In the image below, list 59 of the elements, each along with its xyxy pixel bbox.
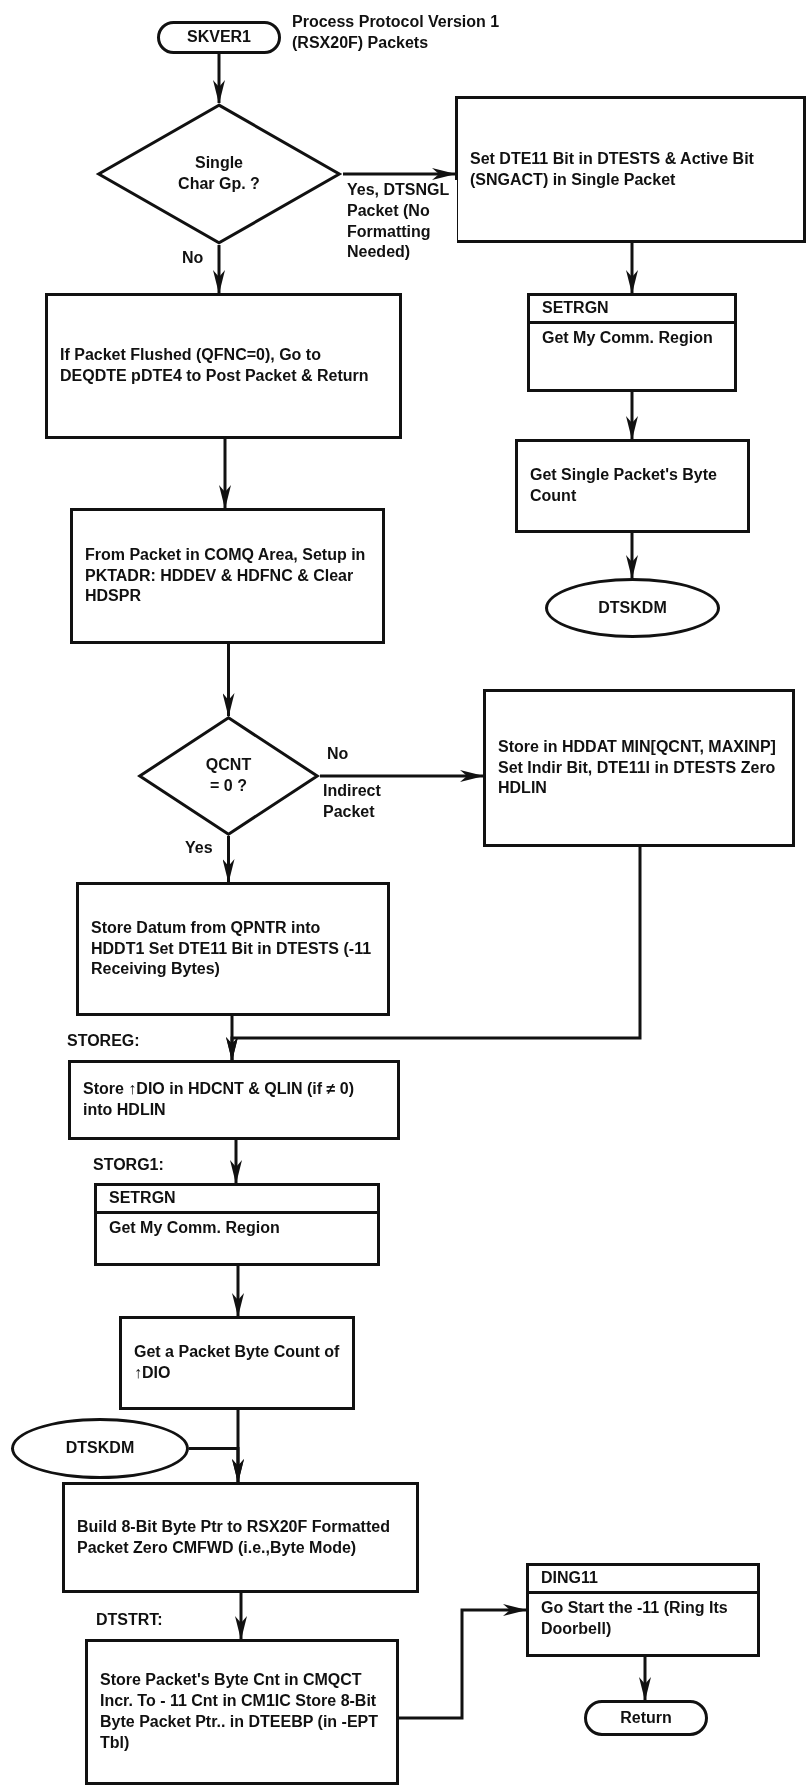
terminal-label: SKVER1 xyxy=(187,27,251,48)
arrow xyxy=(639,1657,651,1701)
entry-label: STOREG: xyxy=(67,1031,141,1051)
step-text: Go Start the -11 (Ring Its Doorbell) xyxy=(540,1597,729,1639)
arrow xyxy=(626,533,638,579)
step-text: Get Single Packet's Byte Count xyxy=(530,465,718,506)
terminal-label: DTSKDM xyxy=(598,597,667,618)
arrow xyxy=(399,1604,527,1720)
arrow xyxy=(320,770,484,782)
arrow xyxy=(230,1140,242,1184)
terminal-label: DTSKDM xyxy=(65,1438,135,1459)
arrow xyxy=(226,847,642,1061)
arrow xyxy=(626,243,638,294)
arrow xyxy=(626,392,638,440)
process-box xyxy=(515,439,750,533)
arrow xyxy=(189,1447,244,1483)
step-text: Store in HDDAT MIN[QCNT, MAXINP] Set Indir Bit, DTE11I in DTESTS Zero HDLIN xyxy=(498,736,777,799)
arrow xyxy=(235,1593,247,1640)
step-text: Get My Comm. Region xyxy=(108,1217,281,1238)
arrow xyxy=(232,1266,244,1317)
entry-label: DTSTRT: xyxy=(96,1610,164,1630)
subroutine-box xyxy=(527,293,737,392)
arrow xyxy=(219,439,231,509)
step-text: Build 8-Bit Byte Ptr to RSX20F Formatted Packet Zero CMFWD (i.e.,Byte Mode) xyxy=(77,1516,391,1558)
process-box xyxy=(119,1316,355,1410)
step-text: Set DTE11 Bit in DTESTS & Active Bit (SNGACT) in Single Packet xyxy=(470,148,755,190)
routine-name: SETRGN xyxy=(97,1186,377,1214)
routine-name: SETRGN xyxy=(530,296,734,324)
process-box xyxy=(76,882,390,1016)
arrow xyxy=(213,245,225,294)
note-text: Process Protocol Version 1 (RSX20F) Packets xyxy=(292,12,501,53)
process-box xyxy=(455,96,806,243)
note-text: Indirect Packet xyxy=(323,781,382,822)
step-text: Get My Comm. Region xyxy=(541,327,714,348)
process-box xyxy=(70,508,385,644)
terminal-label: Return xyxy=(620,1707,672,1728)
step-text: Store Datum from QPNTR into HDDT1 Set DTE11 Bit in DTESTS (-11 Receiving Bytes) xyxy=(91,917,373,980)
arrow xyxy=(222,836,235,883)
step-text: From Packet in COMQ Area, Setup in PKTADR: HDDEV & HDFNC & Clear HDSPR xyxy=(85,544,367,607)
subroutine-box xyxy=(94,1183,380,1266)
process-box xyxy=(483,689,795,847)
decision-diamond xyxy=(95,103,343,245)
process-box xyxy=(45,293,402,439)
decision-text: Single Char Gp. ? xyxy=(177,153,261,194)
arrow xyxy=(343,168,456,180)
decision-text: QCNT = 0 ? xyxy=(204,755,253,796)
process-box xyxy=(68,1060,400,1140)
arrow xyxy=(222,644,235,717)
step-text: Store Packet's Byte Cnt in CMQCT Incr. To - 11 Cnt in CM1IC Store 8-Bit Byte Packet Ptr.. in DTEEBP (in -EPT Tbl) xyxy=(100,1670,379,1753)
subroutine-box xyxy=(526,1563,760,1657)
process-box xyxy=(62,1482,419,1593)
step-text: Store ↑DIO in HDCNT & QLIN (if ≠ 0) into HDLIN xyxy=(83,1079,355,1120)
step-text: Get a Packet Byte Count of ↑DIO xyxy=(134,1342,340,1383)
routine-name: DING11 xyxy=(529,1566,757,1594)
entry-label: STORG1: xyxy=(93,1155,165,1175)
decision-diamond xyxy=(137,716,320,836)
arrow xyxy=(213,54,225,104)
process-box xyxy=(85,1639,399,1785)
step-text: If Packet Flushed (QFNC=0), Go to DEQDTE pDTE4 to Post Packet & Return xyxy=(60,345,370,386)
